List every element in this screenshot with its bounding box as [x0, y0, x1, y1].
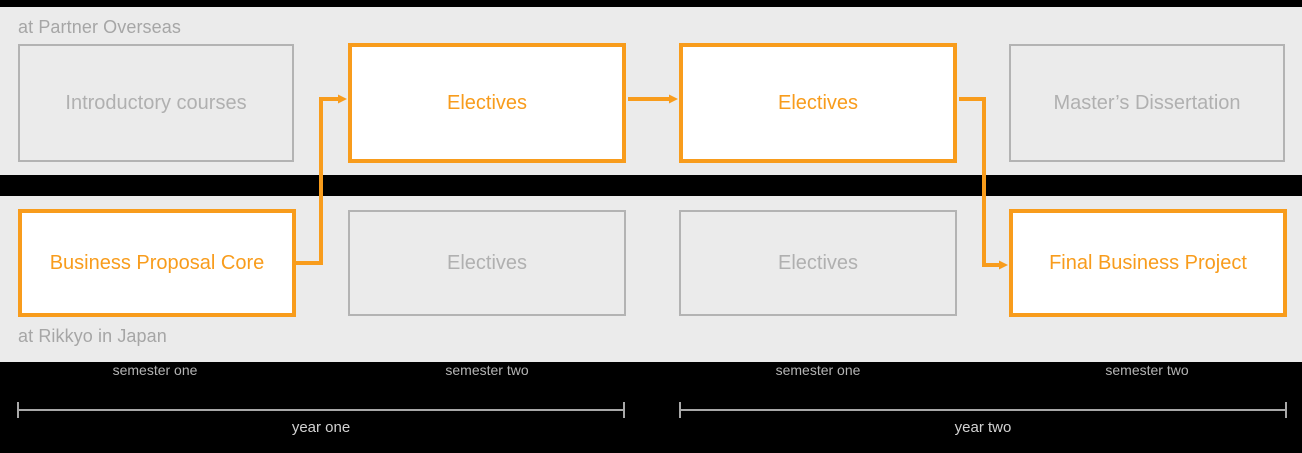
course-box-label: Introductory courses [65, 92, 247, 114]
course-box-final-business-project[interactable]: Final Business Project [1009, 209, 1287, 317]
timeline-tick-year-one-end [623, 402, 625, 418]
timeline-semester-label: semester two [445, 362, 529, 378]
course-box-label: Electives [446, 92, 528, 114]
row-rikkyo-japan: at Rikkyo in Japan Business Proposal Cor… [0, 196, 1302, 362]
timeline-semester-label: semester two [1105, 362, 1189, 378]
course-box-label: Final Business Project [1049, 252, 1247, 274]
course-box-electives-y2s1-overseas[interactable]: Electives [679, 43, 957, 163]
timeline-tick-year-two-end [1285, 402, 1287, 418]
row-partner-overseas: at Partner Overseas Introductory courses… [0, 7, 1302, 175]
course-box-electives-y1s2-overseas[interactable]: Electives [348, 43, 626, 163]
course-box-label: Electives [446, 252, 528, 274]
course-box-label: Electives [777, 252, 859, 274]
timeline-axis-year-two [679, 409, 1287, 411]
course-box-label: Electives [777, 92, 859, 114]
course-box-introductory-courses[interactable]: Introductory courses [18, 44, 294, 162]
course-box-business-proposal-core[interactable]: Business Proposal Core [18, 209, 296, 317]
row-label-partner-overseas: at Partner Overseas [18, 17, 181, 37]
course-box-label: Master’s Dissertation [1053, 92, 1241, 114]
timeline-semester-label: semester one [112, 362, 198, 378]
course-box-label: Business Proposal Core [49, 252, 265, 274]
course-box-electives-y2s1-rikkyo[interactable]: Electives [679, 210, 957, 316]
timeline-year-label: year one [291, 419, 351, 436]
course-box-electives-y1s2-rikkyo[interactable]: Electives [348, 210, 626, 316]
timeline-semester-label: semester one [775, 362, 861, 378]
timeline: semester one semester two year one semes… [0, 362, 1302, 453]
timeline-year-label: year two [954, 419, 1012, 436]
row-label-rikkyo-japan: at Rikkyo in Japan [18, 326, 167, 346]
timeline-axis-year-one [17, 409, 625, 411]
course-box-masters-dissertation[interactable]: Master’s Dissertation [1009, 44, 1285, 162]
